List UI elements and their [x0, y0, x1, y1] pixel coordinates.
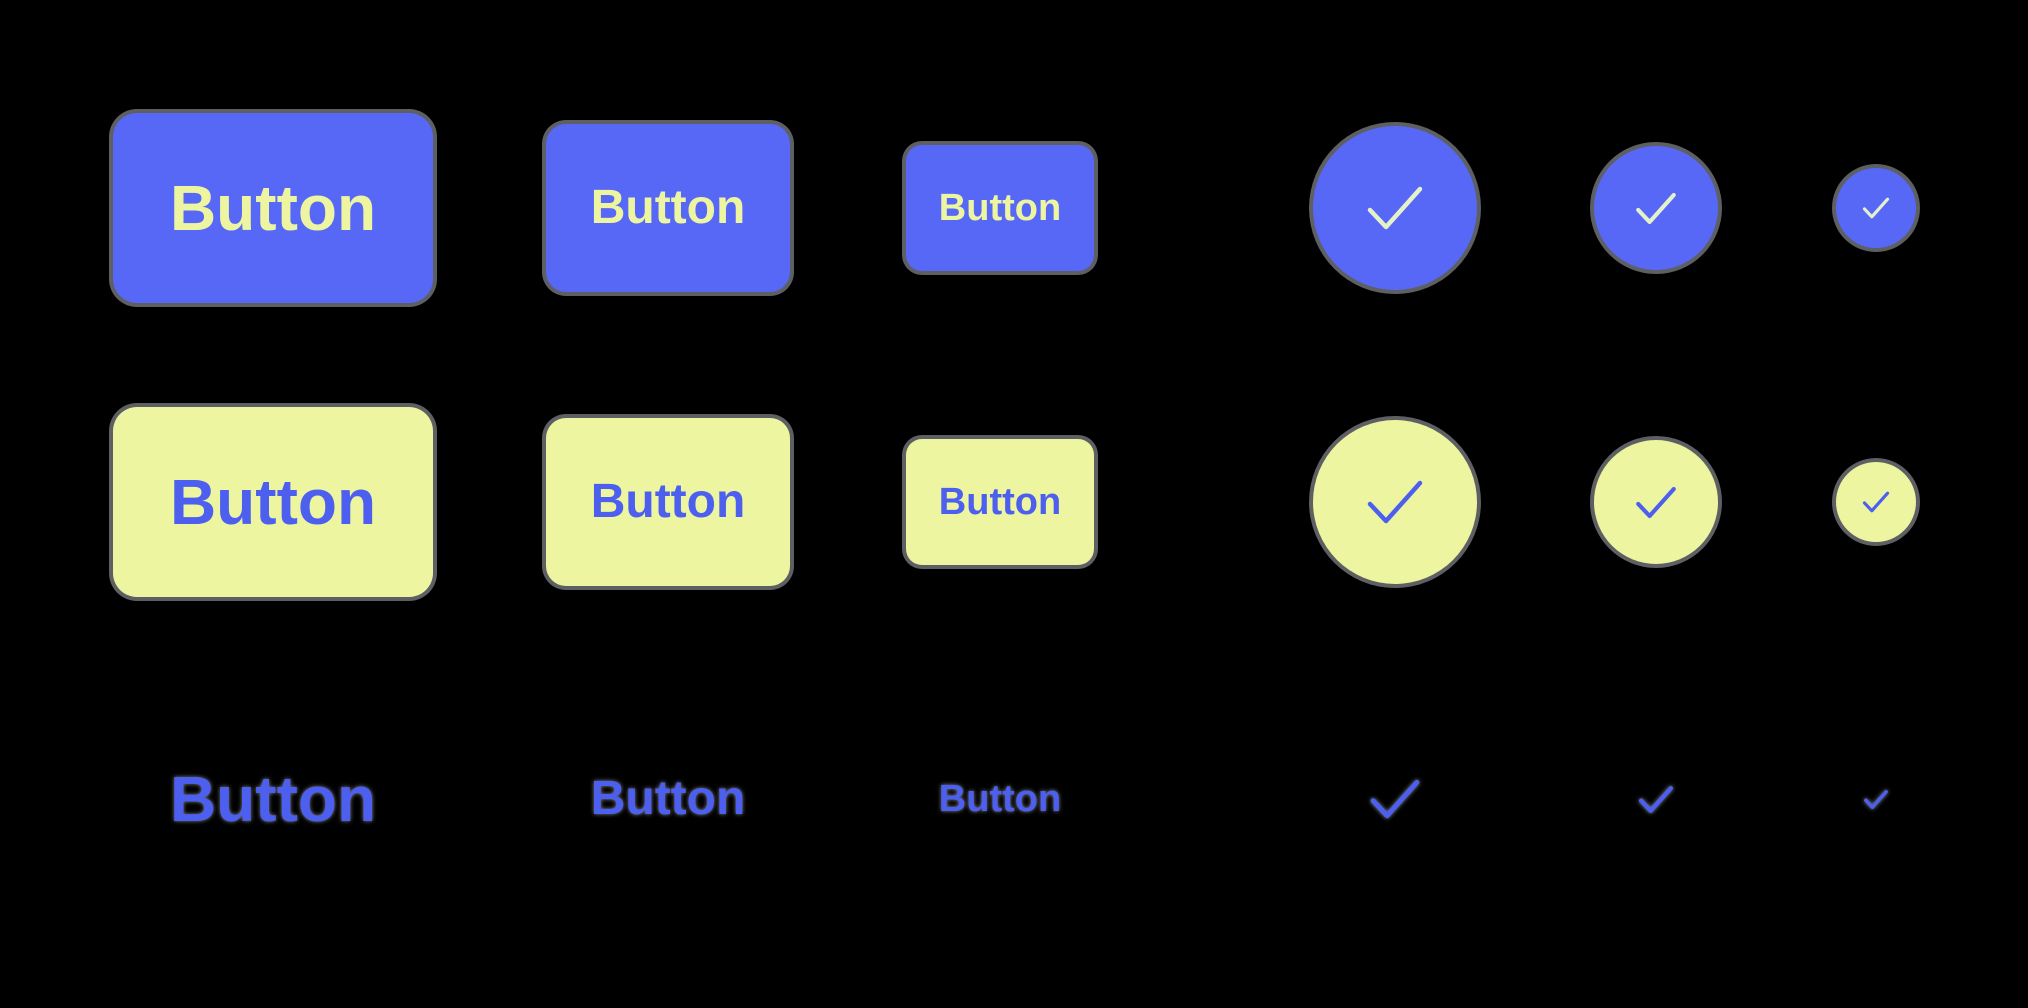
check-icon: [1864, 790, 1888, 809]
text-icon-button-small[interactable]: [1863, 789, 1889, 810]
secondary-button-large[interactable]: Button: [113, 407, 433, 597]
check-icon: [1370, 779, 1420, 819]
primary-icon-button-large[interactable]: [1313, 126, 1477, 290]
primary-button-medium[interactable]: Button: [546, 124, 790, 292]
check-icon: [1636, 192, 1676, 224]
text-button-medium[interactable]: Button: [546, 749, 790, 849]
text-icon-button-large[interactable]: [1367, 776, 1423, 822]
secondary-button-small[interactable]: Button: [906, 439, 1094, 565]
check-icon: [1367, 480, 1423, 524]
secondary-icon-button-large[interactable]: [1313, 420, 1477, 584]
check-icon: [1636, 486, 1676, 518]
check-icon: [1638, 786, 1674, 813]
text-icon-button-medium[interactable]: [1637, 784, 1675, 815]
check-icon: [1367, 186, 1423, 230]
primary-icon-button-medium[interactable]: [1594, 146, 1718, 270]
primary-button-large[interactable]: Button: [113, 113, 433, 303]
secondary-button-medium[interactable]: Button: [546, 418, 790, 586]
text-button-small[interactable]: Button: [906, 749, 1094, 849]
primary-button-small[interactable]: Button: [906, 145, 1094, 271]
primary-icon-button-small[interactable]: [1836, 168, 1916, 248]
check-icon: [1862, 197, 1890, 219]
text-button-large[interactable]: Button: [113, 749, 433, 849]
secondary-icon-button-medium[interactable]: [1594, 440, 1718, 564]
check-icon: [1862, 491, 1890, 513]
secondary-icon-button-small[interactable]: [1836, 462, 1916, 542]
